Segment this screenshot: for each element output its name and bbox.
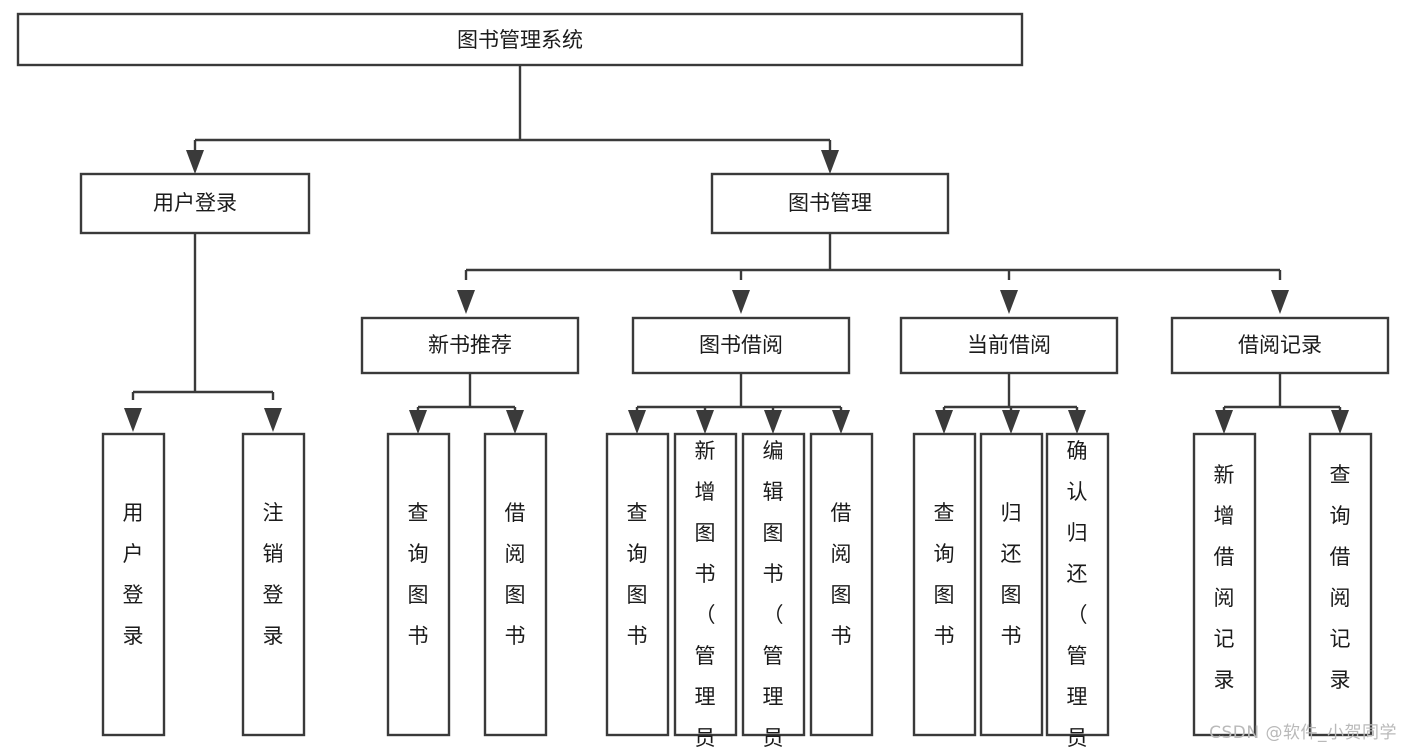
leaf-query-book-1-label: 查询图书 [408, 501, 429, 648]
leaf-borrow-book-1-label: 借阅图书 [505, 501, 526, 648]
leaf-borrow-book-2-label: 借阅图书 [831, 501, 852, 648]
leaf-edit-book[interactable]: 编辑图书（管理员） [741, 432, 806, 747]
node-user-login-label: 用户登录 [153, 191, 237, 215]
node-book-manage[interactable]: 图书管理 [710, 172, 950, 235]
connector-current-borrow-to-leaves [935, 373, 1086, 434]
node-borrow-record-label: 借阅记录 [1238, 333, 1322, 357]
node-book-borrow-label: 图书借阅 [699, 333, 783, 357]
connector-borrow-record-to-leaves [1215, 373, 1349, 434]
connector-new-book-rec-to-leaves [409, 373, 524, 434]
node-new-book-rec[interactable]: 新书推荐 [360, 316, 580, 375]
leaf-query-book-2-label: 查询图书 [627, 501, 648, 648]
leaf-query-book-1[interactable]: 查询图书 [386, 432, 451, 737]
leaf-user-login-label: 用户登录 [123, 501, 144, 648]
leaf-add-book-label: 新增图书（管理员） [695, 439, 716, 747]
node-current-borrow-label: 当前借阅 [967, 333, 1051, 357]
leaf-logout-label: 注销登录 [263, 501, 284, 648]
leaf-query-book-3[interactable]: 查询图书 [912, 432, 977, 737]
node-book-borrow[interactable]: 图书借阅 [631, 316, 851, 375]
leaf-borrow-book-1[interactable]: 借阅图书 [483, 432, 548, 737]
leaf-add-book[interactable]: 新增图书（管理员） [673, 432, 738, 747]
leaf-logout[interactable]: 注销登录 [241, 432, 306, 737]
leaf-add-record[interactable]: 新增借阅记录 [1192, 432, 1257, 737]
node-user-login[interactable]: 用户登录 [79, 172, 311, 235]
leaf-edit-book-label: 编辑图书（管理员） [763, 439, 784, 747]
leaf-query-book-3-label: 查询图书 [934, 501, 955, 648]
leaf-add-record-label: 新增借阅记录 [1214, 463, 1235, 692]
connector-book-borrow-to-leaves [628, 373, 850, 434]
leaf-return-book[interactable]: 归还图书 [979, 432, 1044, 737]
leaf-return-book-label: 归还图书 [1001, 501, 1022, 648]
connector-root-to-level1 [186, 65, 839, 174]
leaf-confirm-return[interactable]: 确认归还（管理员） [1045, 432, 1110, 747]
leaf-confirm-return-label: 确认归还（管理员） [1067, 439, 1088, 747]
leaf-query-record-label: 查询借阅记录 [1330, 463, 1351, 692]
node-root-label: 图书管理系统 [457, 28, 583, 52]
node-borrow-record[interactable]: 借阅记录 [1170, 316, 1390, 375]
node-new-book-rec-label: 新书推荐 [428, 333, 512, 357]
csdn-watermark: CSDN @软件_小贺同学 [1209, 723, 1397, 743]
node-current-borrow[interactable]: 当前借阅 [899, 316, 1119, 375]
leaf-query-record[interactable]: 查询借阅记录 [1308, 432, 1373, 737]
connector-user-login-to-leaves [124, 233, 282, 432]
node-root[interactable]: 图书管理系统 [16, 12, 1024, 67]
node-book-manage-label: 图书管理 [788, 191, 872, 215]
leaf-user-login[interactable]: 用户登录 [101, 432, 166, 737]
connector-book-manage-to-level2 [457, 233, 1289, 314]
leaf-borrow-book-2[interactable]: 借阅图书 [809, 432, 874, 737]
leaf-query-book-2[interactable]: 查询图书 [605, 432, 670, 737]
